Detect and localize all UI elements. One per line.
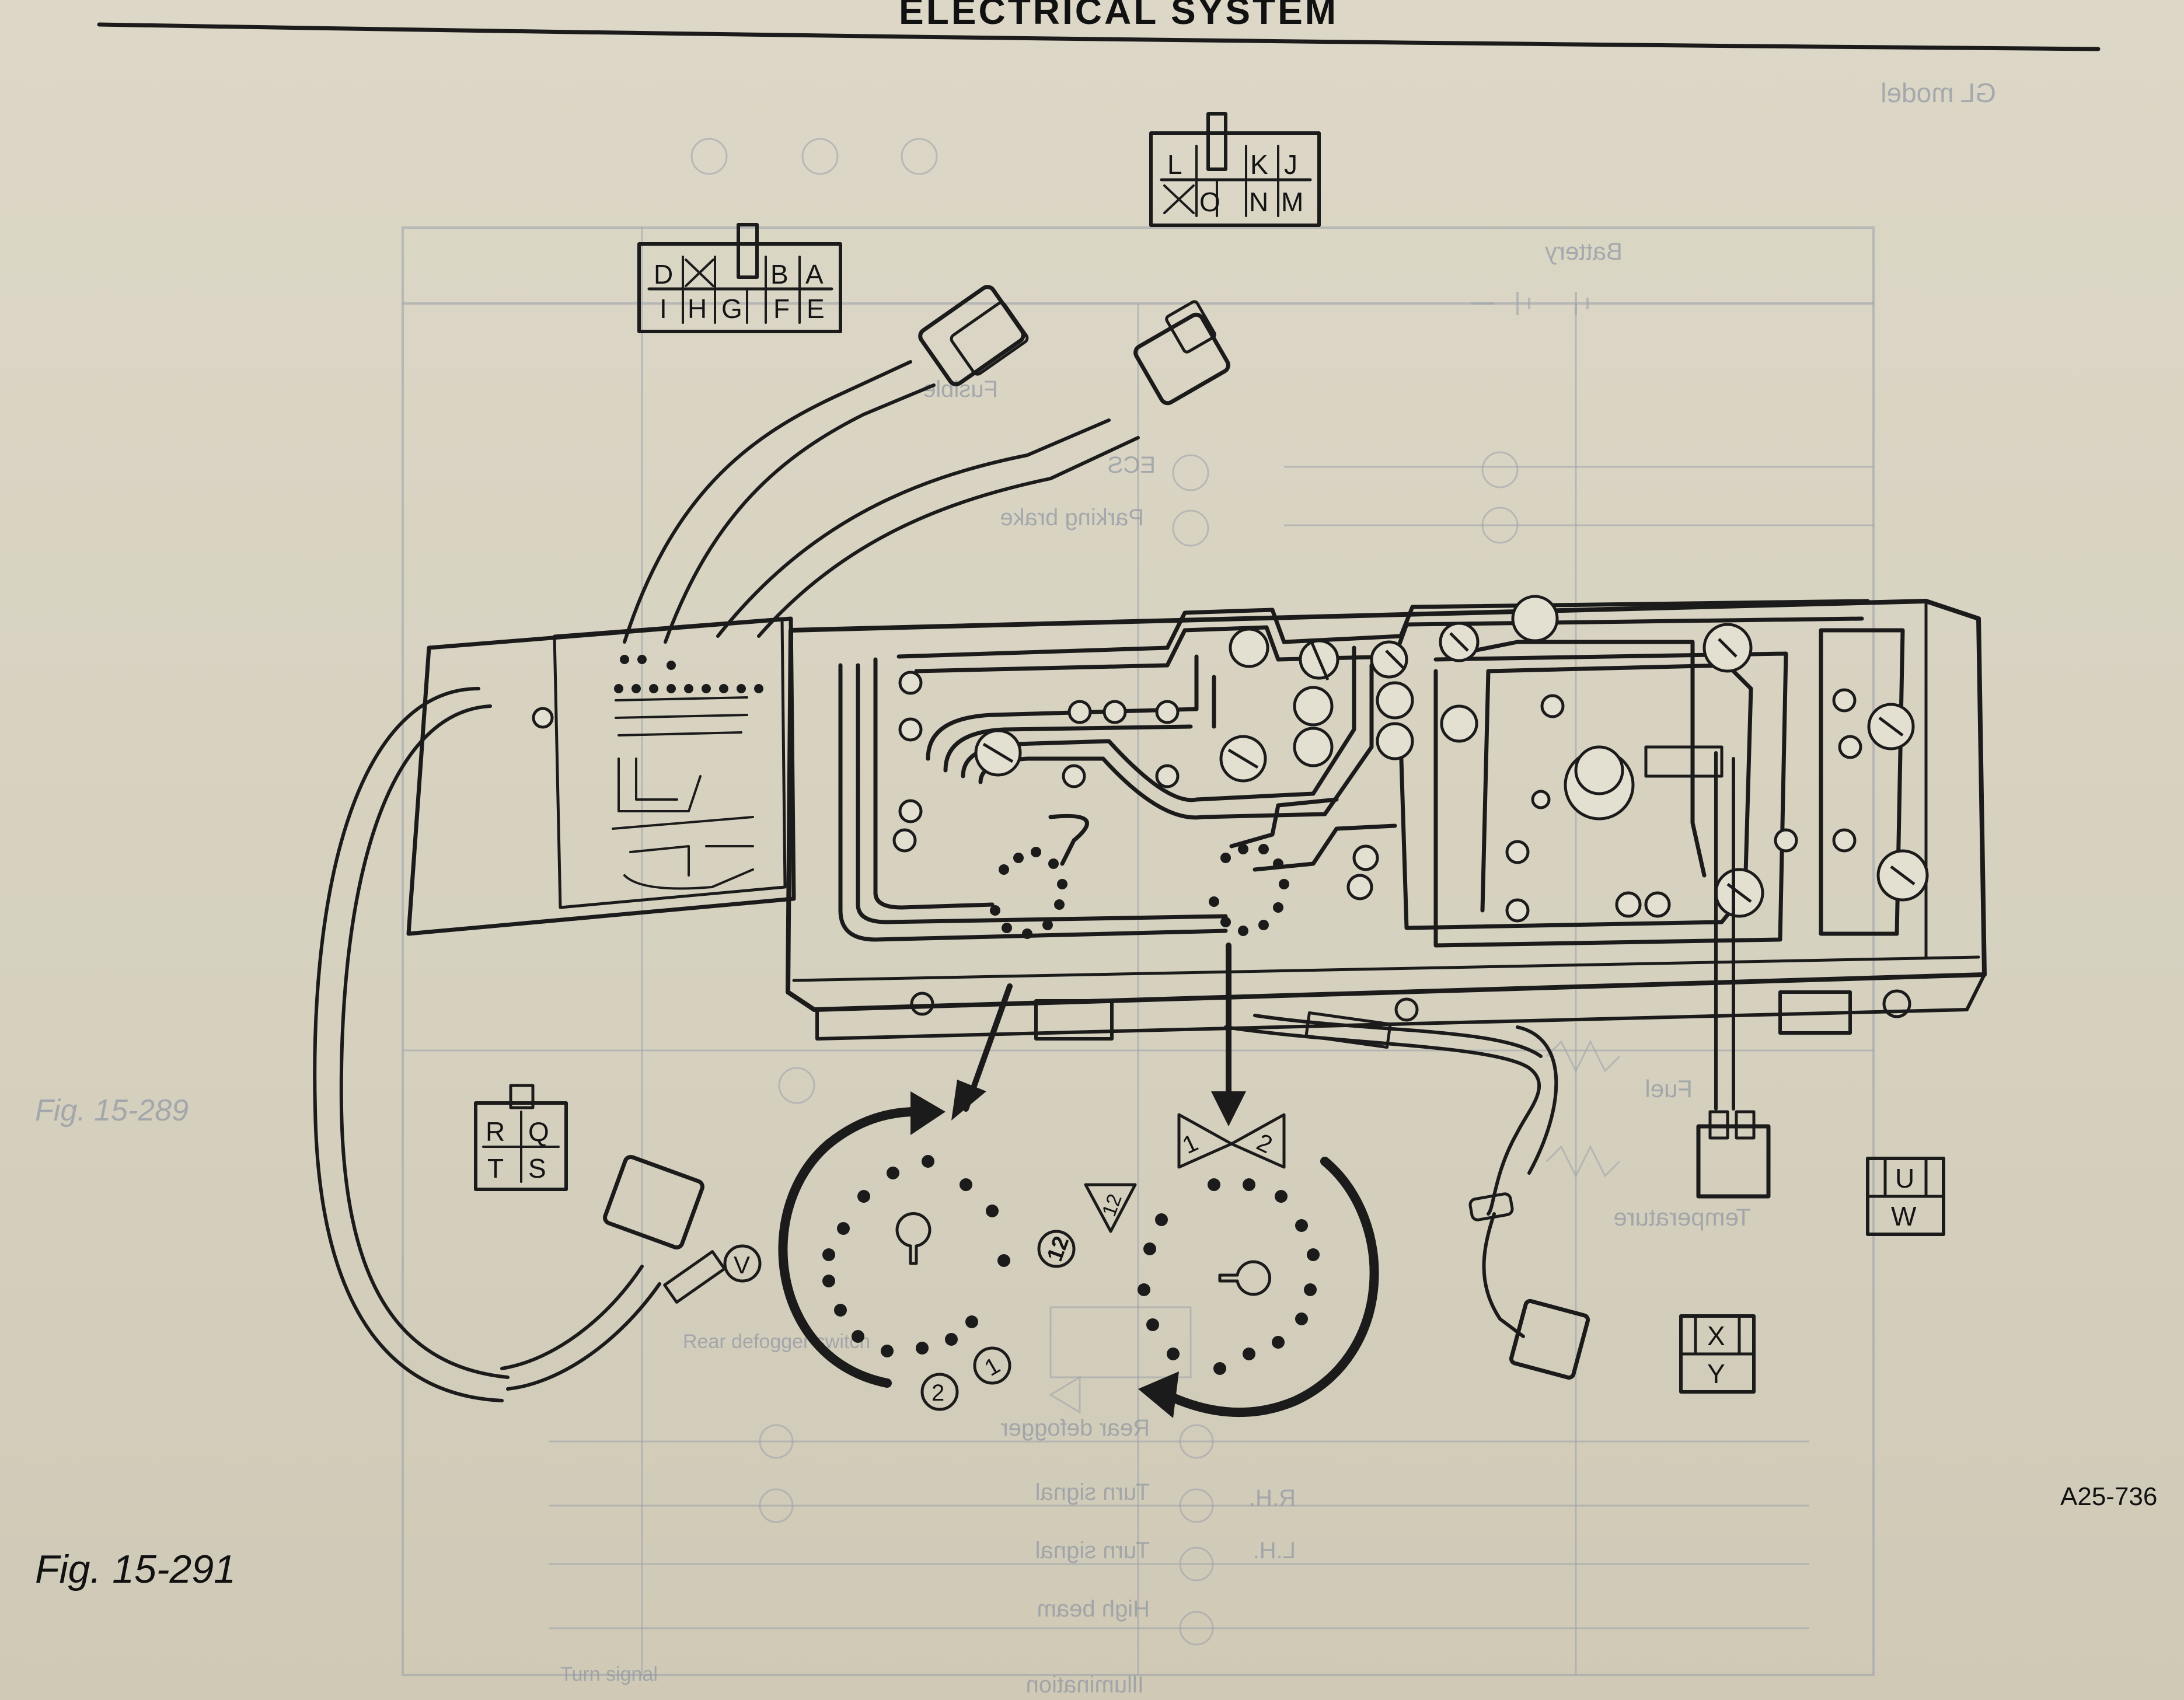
- ghost-parking-brake: Parking brake: [1000, 505, 1144, 530]
- cluster-pcb: [406, 595, 1987, 1041]
- marker-triangle-2: 2: [1253, 1128, 1276, 1158]
- page-header: ELECTRICAL SYSTEM: [899, 0, 1339, 32]
- ghost-turn-signal-lh: Turn signal: [1035, 1538, 1150, 1563]
- connector-l-m: L K J O N M: [1149, 112, 1321, 227]
- pin-k: K: [1250, 149, 1268, 180]
- ghost-temperature: Temperature: [1613, 1203, 1751, 1231]
- ghost-fig-label: Fig. 15-289: [35, 1094, 189, 1127]
- marker-left-1: 1: [981, 1353, 1004, 1381]
- pin-f: F: [773, 294, 790, 324]
- upper-harness: [623, 285, 1230, 644]
- pin-t: T: [487, 1153, 504, 1184]
- bleed-through-schematic: GL model Battery Fusible ECS Parking bra…: [35, 78, 1996, 1698]
- ghost-illumination: Illumination: [1026, 1672, 1144, 1698]
- figure-code: A25-736: [2060, 1482, 2158, 1511]
- right-harness: [1224, 751, 1771, 1380]
- pin-i: I: [660, 294, 667, 324]
- left-socket-diagram: 12 2 1: [778, 1091, 1076, 1411]
- pin-w: W: [1891, 1201, 1917, 1231]
- marker-left-2: 2: [931, 1380, 944, 1406]
- screw-slots: [982, 632, 1916, 903]
- ghost-battery: Battery: [1545, 238, 1623, 265]
- pin-b: B: [770, 259, 789, 289]
- connector-u-w: U W: [1866, 1157, 1945, 1236]
- arrow-left-head: [951, 1080, 986, 1120]
- pin-n: N: [1249, 187, 1268, 217]
- pcb-traces: [838, 599, 1905, 948]
- pin-o: O: [1199, 187, 1220, 217]
- right-socket-diagram: 12 1 2: [1084, 1113, 1379, 1418]
- socket-pins: [614, 655, 1289, 939]
- ghost-lh: L.H.: [1253, 1538, 1296, 1563]
- pin-a: A: [805, 259, 824, 289]
- connector-d-e: D B A I H G F E: [637, 223, 842, 333]
- figure-label: Fig. 15-291: [35, 1547, 236, 1591]
- ghost-rear-defogger: Rear defogger: [1000, 1415, 1150, 1441]
- pin-q: Q: [528, 1116, 549, 1147]
- pin-r: R: [486, 1116, 505, 1147]
- ghost-gl-model: GL model: [1881, 78, 1996, 108]
- pin-x: X: [1707, 1321, 1725, 1351]
- marker-triangle-1: 1: [1178, 1129, 1202, 1159]
- connector-r-s: R Q T S: [474, 1084, 568, 1191]
- connector-x-y: X Y: [1679, 1314, 1756, 1394]
- ghost-turn-signal-rh: Turn signal: [1035, 1479, 1150, 1505]
- pin-m: M: [1281, 187, 1303, 217]
- ghost-defogger-switch: Rear defogger switch: [683, 1331, 870, 1353]
- ghost-high-beam: High beam: [1037, 1596, 1150, 1622]
- marker-v: V: [734, 1251, 750, 1279]
- pin-d: D: [654, 259, 673, 289]
- ghost-ecs: ECS: [1108, 452, 1156, 478]
- pin-e: E: [807, 294, 825, 324]
- pin-s: S: [528, 1153, 546, 1184]
- pin-g: G: [721, 294, 742, 324]
- pcb-left-traces: [612, 696, 754, 890]
- pin-l: L: [1167, 149, 1182, 180]
- header-rule: [97, 22, 2101, 51]
- pin-y: Y: [1707, 1359, 1725, 1389]
- ghost-fuel: Fuel: [1645, 1075, 1693, 1102]
- pin-j: J: [1284, 149, 1297, 180]
- pcb-screws: [532, 595, 1929, 923]
- left-harness: V: [313, 687, 762, 1402]
- ghost-rh: R.H.: [1249, 1485, 1296, 1511]
- arrow-right-head: [1211, 1091, 1246, 1126]
- pin-h: H: [688, 294, 707, 324]
- ghost-turn-signal-bottom: Turn signal: [560, 1663, 658, 1685]
- pin-u: U: [1895, 1163, 1914, 1193]
